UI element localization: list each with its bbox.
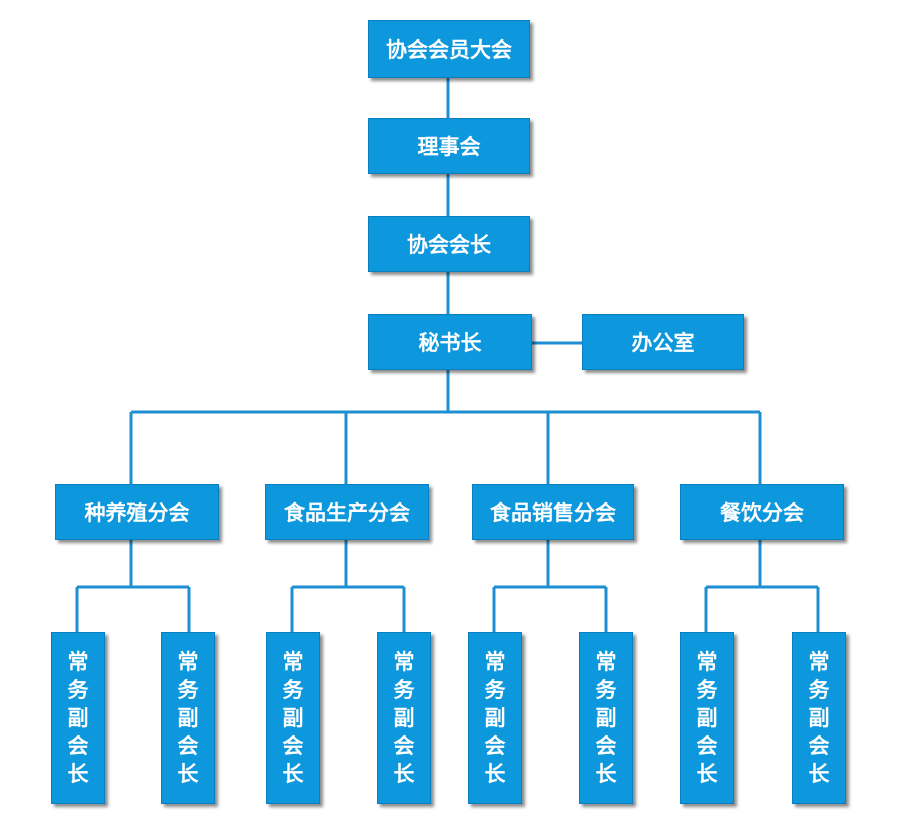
node-secretary-general-label: 秘书长 <box>418 331 482 355</box>
node-branch-3-label: 食品销售分会 <box>490 501 616 525</box>
node-office-label: 办公室 <box>631 331 695 355</box>
node-vp-2b: 常务副会长 <box>377 632 431 804</box>
node-branch-1: 种养殖分会 <box>55 484 219 540</box>
node-council-label: 理事会 <box>417 135 481 159</box>
node-president: 协会会长 <box>368 216 530 272</box>
node-office: 办公室 <box>582 314 744 370</box>
node-vp-2a: 常务副会长 <box>266 632 320 804</box>
node-vp-1a-label: 常务副会长 <box>67 650 89 786</box>
node-vp-1b: 常务副会长 <box>161 632 215 804</box>
node-branch-2-label: 食品生产分会 <box>284 501 410 525</box>
node-vp-1a: 常务副会长 <box>51 632 105 804</box>
node-assembly-label: 协会会员大会 <box>386 38 512 62</box>
node-vp-4b: 常务副会长 <box>792 632 846 804</box>
node-vp-4b-label: 常务副会长 <box>808 650 830 786</box>
node-vp-3b-label: 常务副会长 <box>595 650 617 786</box>
node-vp-1b-label: 常务副会长 <box>177 650 199 786</box>
node-branch-4-label: 餐饮分会 <box>720 501 804 525</box>
node-branch-4: 餐饮分会 <box>680 484 844 540</box>
node-branch-3: 食品销售分会 <box>472 484 634 540</box>
node-secretary-general: 秘书长 <box>368 314 532 370</box>
node-vp-3a: 常务副会长 <box>468 632 522 804</box>
node-branch-1-label: 种养殖分会 <box>84 501 190 525</box>
node-vp-3b: 常务副会长 <box>579 632 633 804</box>
node-council: 理事会 <box>368 118 530 174</box>
node-president-label: 协会会长 <box>407 233 491 257</box>
node-vp-3a-label: 常务副会长 <box>484 650 506 786</box>
node-branch-2: 食品生产分会 <box>265 484 429 540</box>
node-vp-4a: 常务副会长 <box>680 632 734 804</box>
node-vp-2a-label: 常务副会长 <box>282 650 304 786</box>
node-vp-4a-label: 常务副会长 <box>696 650 718 786</box>
node-assembly: 协会会员大会 <box>368 20 530 78</box>
node-vp-2b-label: 常务副会长 <box>393 650 415 786</box>
